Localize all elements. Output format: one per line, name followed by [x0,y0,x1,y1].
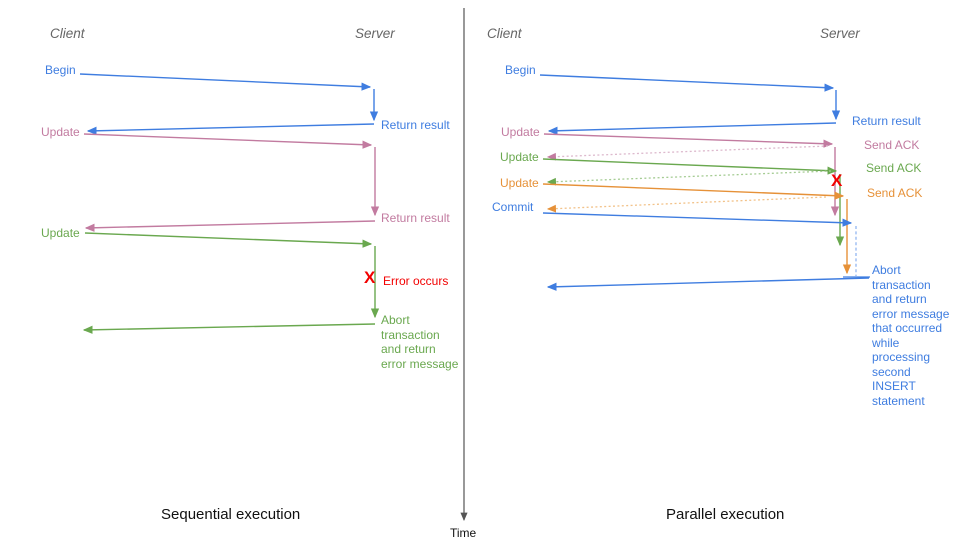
par-send-ack-1-label: Send ACK [864,138,920,152]
seq-begin-request-arrow [79,73,372,91]
par-update2-request-arrow [542,158,838,175]
par-begin-return-arrow [547,122,837,135]
seq-return-result-2-label: Return result [381,211,450,225]
seq-update1-return-arrow [84,220,376,232]
seq-update1-request-arrow [83,133,373,149]
time-axis-label: Time [450,526,477,540]
par-update1-request-arrow [543,133,834,148]
par-send-ack-3-label: Send ACK [867,186,923,200]
seq-error-x-mark: X [364,268,376,287]
par-ack1-dotted-arrow [546,145,829,161]
seq-update2-request-arrow [84,232,373,248]
par-update-3-label: Update [500,176,539,190]
seq-server-header: Server [355,26,395,41]
seq-abort-return-arrow [82,323,376,334]
seq-caption: Sequential execution [161,506,301,523]
par-server-header: Server [820,26,860,41]
par-commit-label: Commit [492,200,534,214]
seq-begin-return-arrow [86,123,375,135]
par-client-header: Client [487,26,522,41]
par-update-1-label: Update [501,125,540,139]
par-update3-request-arrow [542,183,845,200]
par-error-x-mark: X [831,171,843,190]
seq-client-header: Client [50,26,85,41]
seq-error-occurs-label: Error occurs [383,274,449,288]
par-return-result-label: Return result [852,114,921,128]
par-abort-label: Abort transaction and return error messa… [872,263,950,408]
par-update-2-label: Update [500,150,539,164]
par-ack2-dotted-arrow [546,170,832,186]
par-begin-label: Begin [505,63,536,77]
seq-update-2-label: Update [41,226,80,240]
seq-update-1-label: Update [41,125,80,139]
par-commit-request-arrow [542,212,853,227]
seq-abort-label: Abort transaction and return error messa… [381,313,459,371]
seq-begin-label: Begin [45,63,76,77]
par-send-ack-2-label: Send ACK [866,161,922,175]
par-begin-request-arrow [539,74,835,92]
seq-return-result-1-label: Return result [381,118,450,132]
par-ack3-dotted-arrow [546,196,827,213]
par-caption: Parallel execution [666,506,785,523]
par-abort-return-arrow [546,277,870,291]
